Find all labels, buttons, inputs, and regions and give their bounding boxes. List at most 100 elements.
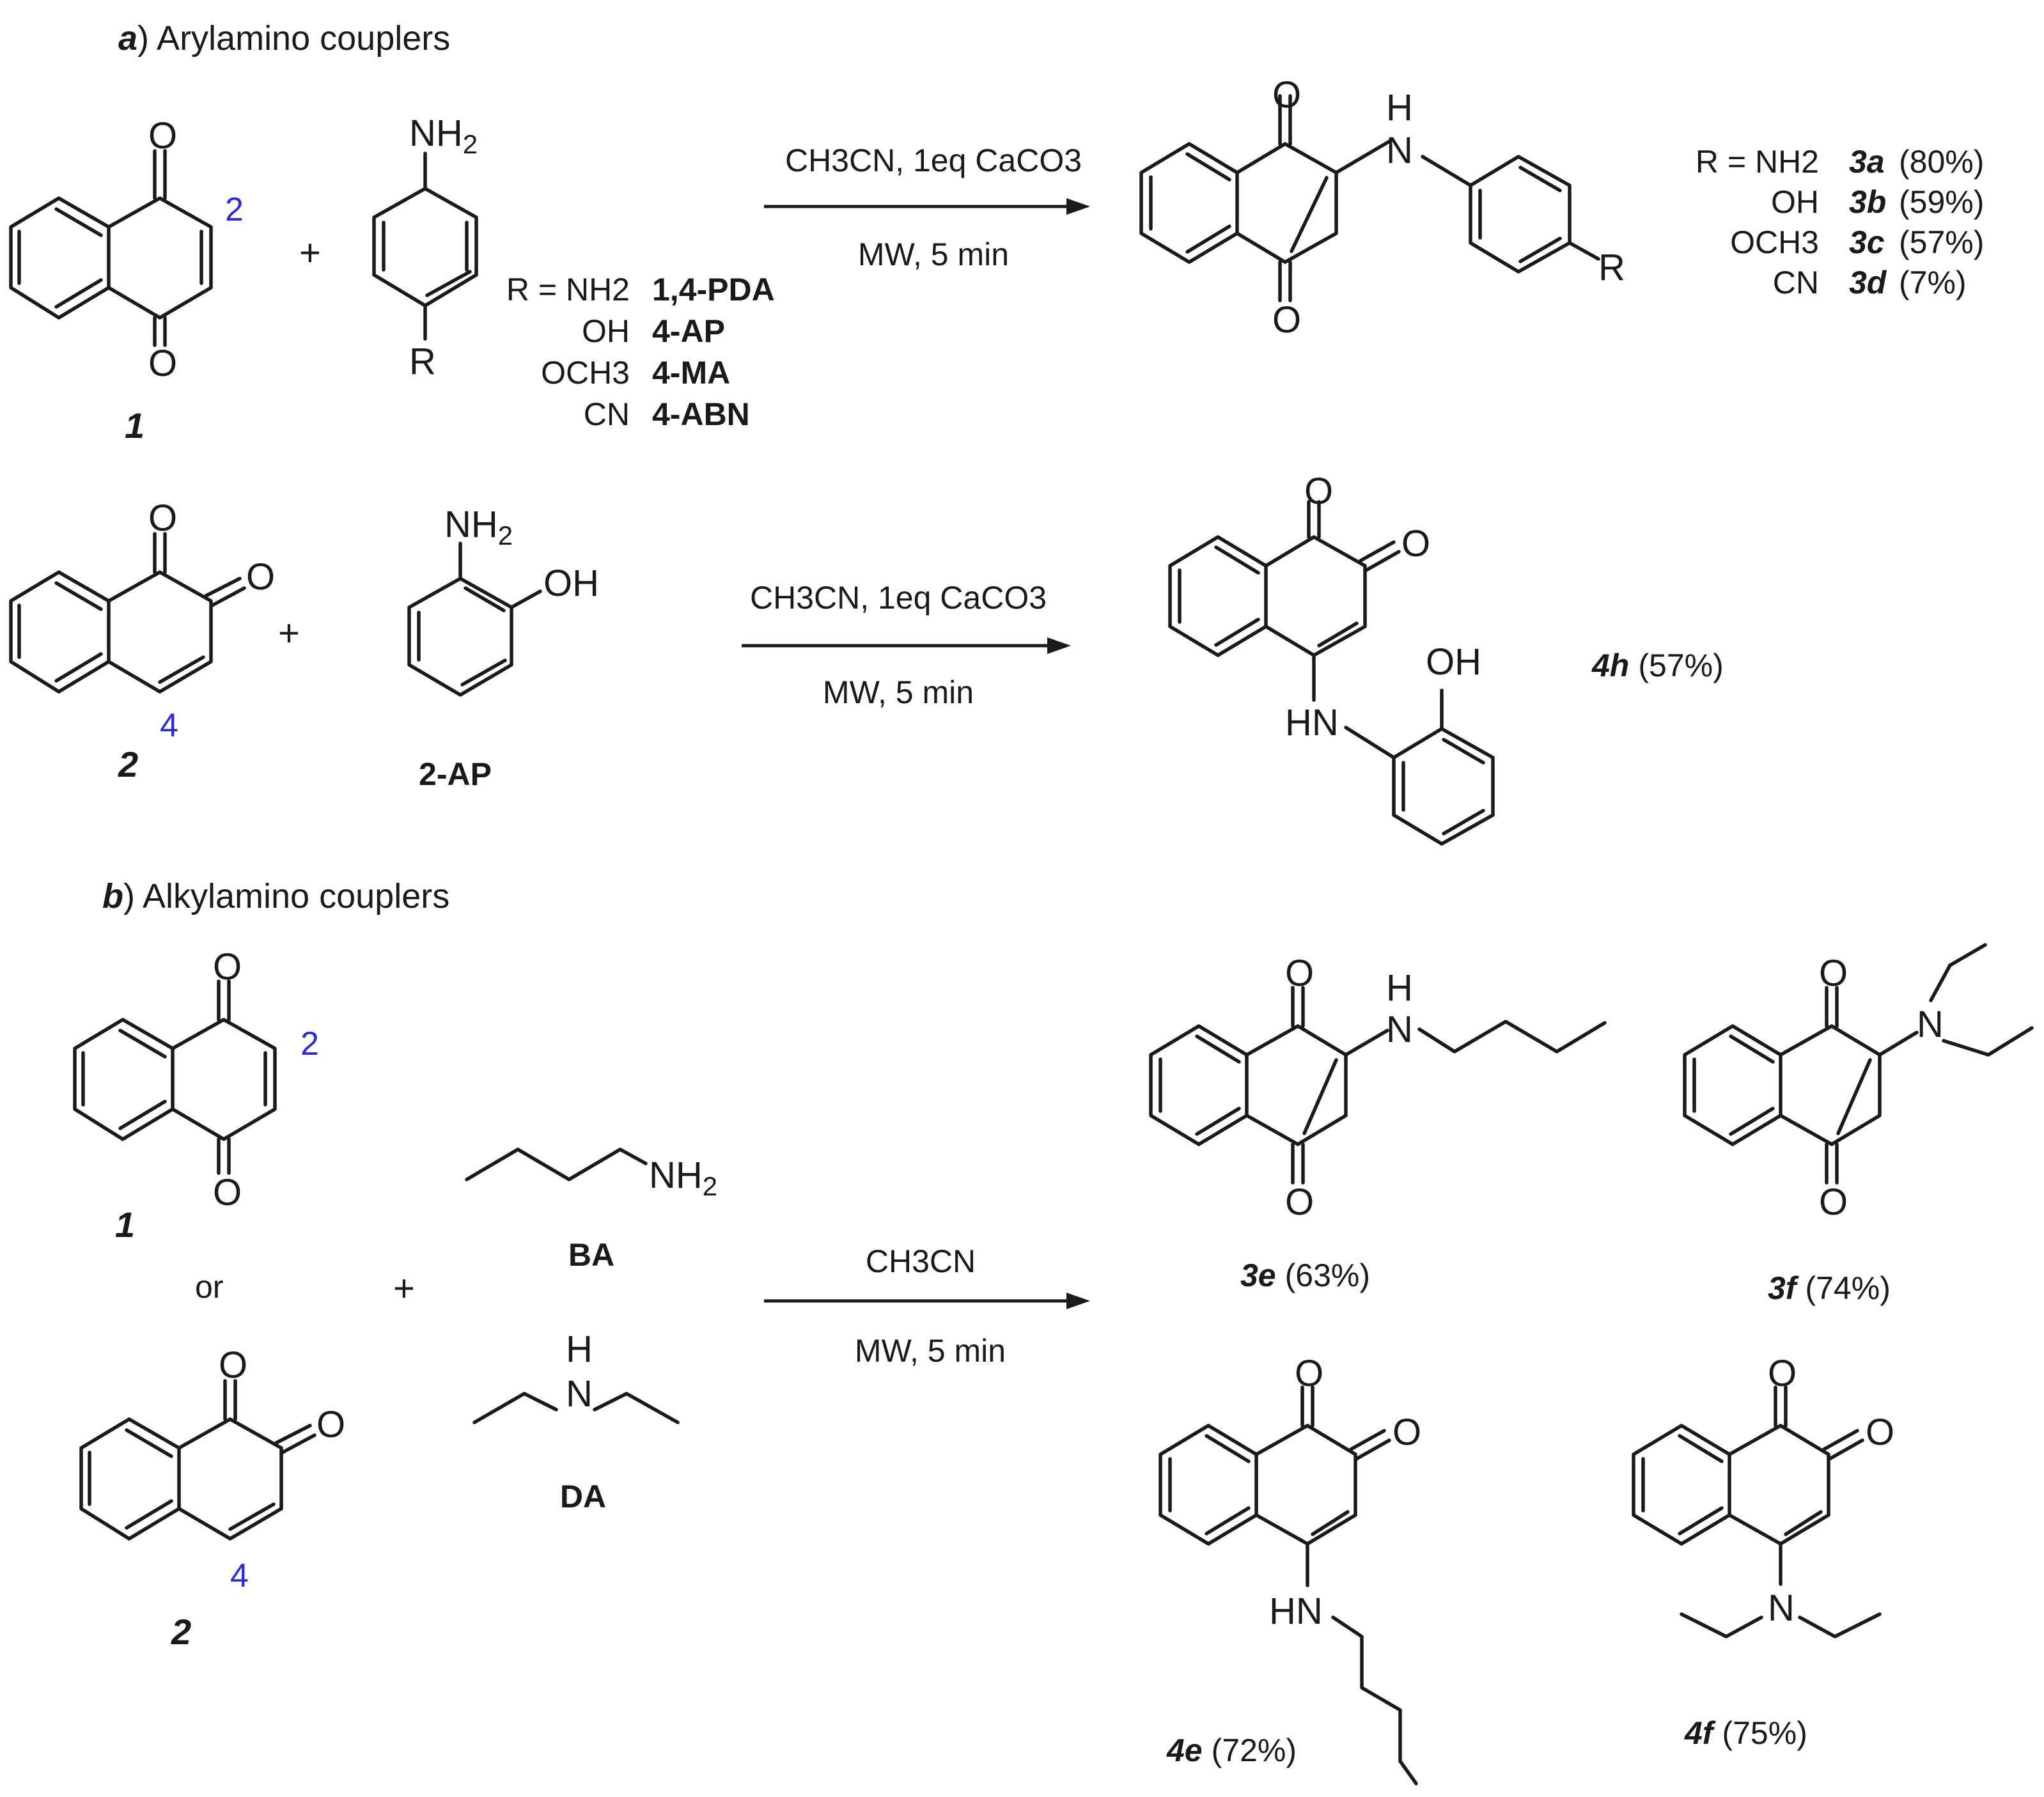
compound-2b-oxygen-2: O: [316, 1404, 345, 1445]
compound-2b-label: 2: [171, 1612, 191, 1652]
compound-1-oxygen-bottom: O: [148, 343, 177, 384]
aniline-r-group: R: [409, 341, 436, 382]
product-3-nh-h: H: [1386, 87, 1413, 128]
diethylamine-n: N: [566, 1373, 593, 1415]
product-3e-oxygen-top: O: [1285, 953, 1314, 994]
product-4h-structure: [1168, 500, 1495, 846]
arrowhead-1: [1066, 198, 1090, 215]
amine-r-4: CN: [584, 396, 630, 432]
product-3f-oxygen-bottom: O: [1819, 1181, 1848, 1223]
product-4h-oh: OH: [1426, 641, 1481, 683]
product-3f-label: 3f(74%): [1768, 1270, 1891, 1306]
conditions-3-bottom: MW, 5 min: [855, 1333, 1006, 1369]
ba-label: BA: [568, 1237, 614, 1273]
compound-1b-oxygen-top: O: [213, 946, 242, 988]
product-3f-n: N: [1917, 1004, 1944, 1045]
product-id-3c: 3c: [1849, 224, 1885, 260]
product-4h-oxygen-1: O: [1304, 471, 1333, 512]
2-ap-label: 2-AP: [419, 756, 492, 792]
product-4f-oxygen-2: O: [1866, 1412, 1894, 1453]
2-ap-nh2: NH2: [444, 504, 513, 550]
product-4e-label: 4e(72%): [1166, 1732, 1297, 1768]
conditions-1-top: CH3CN, 1eq CaCO3: [785, 143, 1082, 178]
product-4f-label: 4f(75%): [1684, 1715, 1807, 1751]
product-4h-label: 4h(57%): [1591, 648, 1724, 683]
compound-2-structure: [9, 532, 246, 694]
product-3-nh-n: N: [1386, 130, 1413, 171]
product-3e-label: 3e(63%): [1240, 1257, 1370, 1293]
arrowhead-3: [1066, 1293, 1090, 1309]
product-r-1: R = NH2: [1696, 144, 1819, 180]
compound-1-structure: [9, 149, 213, 347]
amine-name-1: 1,4-PDA: [652, 272, 775, 307]
product-id-3b: 3b: [1849, 184, 1886, 220]
product-yield-3a: (80%): [1899, 144, 1984, 180]
butylamine-nh2: NH2: [649, 1155, 717, 1201]
2-ap-oh: OH: [543, 563, 599, 604]
position-2b-label: 2: [300, 1025, 319, 1062]
or-label: or: [195, 1269, 223, 1305]
diethylamine-structure: [472, 1392, 680, 1424]
compound-2-oxygen-1: O: [148, 497, 177, 539]
compound-1b-label: 1: [115, 1204, 135, 1245]
product-yield-3c: (57%): [1899, 224, 1984, 260]
amine-name-2: 4-AP: [652, 313, 725, 349]
compound-2b-oxygen-1: O: [219, 1344, 247, 1386]
product-3e-oxygen-bottom: O: [1285, 1181, 1314, 1223]
product-4h-oxygen-2: O: [1401, 523, 1430, 564]
conditions-3-top: CH3CN: [866, 1243, 976, 1279]
product-yield-3d: (7%): [1899, 265, 1967, 300]
product-r-4: CN: [1773, 265, 1819, 300]
product-4h-hn: HN: [1285, 702, 1339, 743]
product-3-r-group: R: [1598, 247, 1625, 288]
arrowhead-2: [1047, 637, 1071, 654]
product-3e-nh-h: H: [1386, 967, 1413, 1009]
product-r-3: OCH3: [1730, 224, 1819, 260]
position-2-label: 2: [225, 191, 244, 228]
aniline-nh2: NH2: [409, 113, 478, 159]
compound-2-oxygen-2: O: [246, 556, 275, 598]
position-4b-label: 4: [230, 1557, 249, 1594]
compound-1-label: 1: [125, 405, 144, 446]
amine-r-1: R = NH2: [506, 272, 630, 307]
product-3-oxygen-bottom: O: [1272, 299, 1301, 341]
amine-name-4: 4-ABN: [652, 396, 750, 432]
product-3f-structure: [1683, 943, 2034, 1185]
amine-r-2: OH: [582, 313, 630, 349]
product-3e-nh-n: N: [1386, 1009, 1413, 1050]
amine-list: R = NH2 1,4-PDA OH 4-AP OCH3 4-MA CN 4-A…: [506, 272, 775, 432]
product-4e-oxygen-1: O: [1295, 1353, 1323, 1394]
product-3-oxygen-top: O: [1272, 74, 1301, 116]
da-label: DA: [560, 1479, 606, 1514]
diethylamine-h: H: [566, 1328, 593, 1370]
compound-2b-structure: [79, 1379, 316, 1541]
para-aniline-structure: [372, 152, 478, 341]
position-4-label: 4: [160, 707, 178, 744]
product-4e-oxygen-2: O: [1393, 1412, 1421, 1453]
product-4e-hn: HN: [1269, 1591, 1323, 1632]
conditions-1-bottom: MW, 5 min: [858, 237, 1009, 272]
2-aminophenol-structure: [407, 541, 542, 697]
compound-2-label: 2: [118, 744, 138, 784]
product-4f-oxygen-1: O: [1768, 1353, 1797, 1394]
section-b-header: b) Alkylamino couplers: [102, 877, 449, 915]
conditions-2-top: CH3CN, 1eq CaCO3: [750, 580, 1047, 616]
product-id-3d: 3d: [1849, 265, 1887, 300]
product-4f-n: N: [1768, 1587, 1795, 1629]
plus-sign-2: +: [278, 612, 300, 654]
compound-1-oxygen-top: O: [148, 115, 177, 157]
product-yield-3b: (59%): [1899, 184, 1984, 220]
product-3-structure: [1139, 94, 1600, 302]
product-3e-structure: [1149, 986, 1607, 1185]
product-id-3a: 3a: [1849, 144, 1885, 180]
amine-name-3: 4-MA: [652, 355, 730, 391]
product-r-2: OH: [1771, 184, 1819, 220]
section-a-header: a) Arylamino couplers: [118, 19, 450, 58]
plus-sign-3: +: [393, 1268, 415, 1309]
compound-1b-oxygen-bottom: O: [213, 1172, 242, 1213]
butylamine-structure: [465, 1147, 648, 1181]
product-list: R = NH2 3a (80%) OH 3b (59%) OCH3 3c (57…: [1696, 144, 1985, 300]
plus-sign-1: +: [299, 232, 321, 274]
product-3f-oxygen-top: O: [1819, 953, 1848, 994]
